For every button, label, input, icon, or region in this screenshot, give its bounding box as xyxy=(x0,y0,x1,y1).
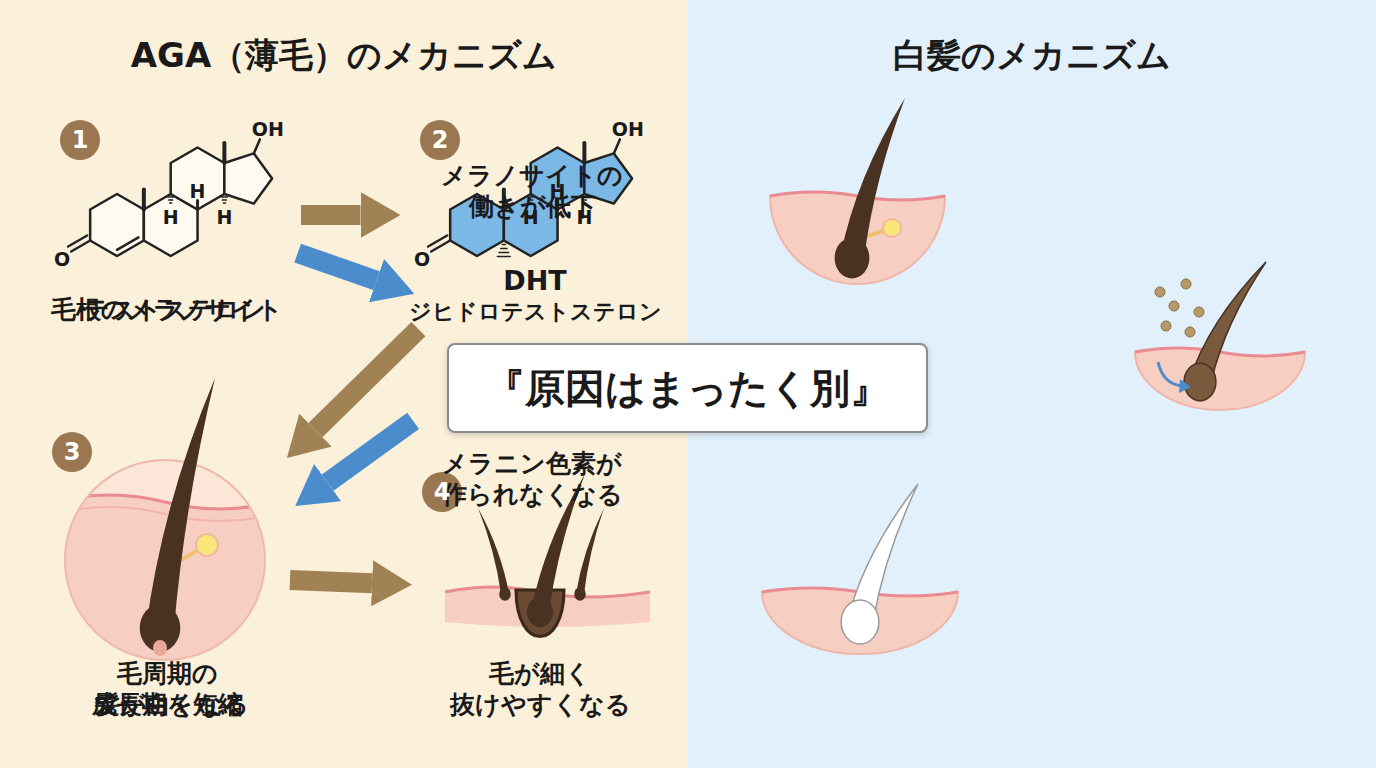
skin-layer-line xyxy=(55,507,275,521)
bond-line xyxy=(168,196,174,198)
bond-line xyxy=(169,199,173,201)
melanin-dot xyxy=(1181,279,1191,289)
node-text: メラニン色素が 作られなくなる xyxy=(418,448,646,511)
follicle-melanocyte xyxy=(770,98,945,284)
bond-line xyxy=(221,196,227,198)
atom-label: H xyxy=(163,208,179,227)
node-text: 髪が白くなる xyxy=(95,689,249,720)
flow-arrow xyxy=(315,329,418,430)
callout-number: 1 xyxy=(72,128,89,152)
node-text: 毛根のメラノサイト xyxy=(51,294,283,325)
hair-bulb xyxy=(1184,363,1216,400)
atom-label: O xyxy=(54,249,70,268)
melanocyte-gland xyxy=(196,534,218,556)
flow-arrow xyxy=(290,580,372,583)
bond-line xyxy=(582,143,586,163)
bond-line xyxy=(614,139,620,153)
bond-line xyxy=(222,199,226,201)
node-text: DHT xyxy=(503,264,566,298)
melanin-dot xyxy=(1169,301,1179,311)
bond-line xyxy=(223,202,225,204)
callout-circle xyxy=(60,120,100,160)
hair-bulb xyxy=(574,587,586,601)
follicle xyxy=(516,590,564,637)
atom-label: H xyxy=(576,208,592,227)
bond-line xyxy=(142,190,146,210)
node-text: 『原因はまったく別』 xyxy=(485,363,890,413)
bond-line xyxy=(497,256,510,258)
bond-line xyxy=(170,202,172,204)
callout-number: 2 xyxy=(432,128,449,152)
melanin-dot xyxy=(1185,327,1195,337)
hair-bulb xyxy=(527,597,553,628)
atom-label: H xyxy=(523,208,539,227)
flow-arrow xyxy=(328,421,413,483)
ring xyxy=(171,148,225,210)
hair-shaft xyxy=(576,508,604,594)
node-text: 白髪のメカニズム xyxy=(893,34,1171,77)
melanin-dot xyxy=(1155,287,1165,297)
node-text: AGA（薄毛）のメカニズム xyxy=(131,34,558,77)
bond-line xyxy=(502,244,505,246)
melanin-dot xyxy=(1161,321,1171,331)
small-arrow xyxy=(1158,362,1182,386)
melanin-dot xyxy=(1194,307,1204,317)
callout-circle xyxy=(420,120,460,160)
hair-bulb xyxy=(499,587,511,601)
hair-shaft xyxy=(146,378,215,628)
flow-arrow xyxy=(298,253,377,281)
process-step: 髪が白くなる xyxy=(52,470,292,720)
steroid-structure xyxy=(68,139,272,256)
ring xyxy=(224,153,272,203)
melanocyte-gland xyxy=(883,219,901,237)
atom-label: H xyxy=(216,208,232,227)
follicle-section xyxy=(55,378,275,670)
melanocyte-decline xyxy=(1135,262,1305,410)
ring xyxy=(90,194,144,256)
skin-section xyxy=(1135,348,1305,410)
atom-label: H xyxy=(550,181,566,200)
atom-label: OH xyxy=(252,120,284,139)
white-hair xyxy=(762,484,958,654)
node-text: 毛が細く 抜けやすくなる xyxy=(416,658,664,721)
small-arrowhead xyxy=(1179,379,1191,393)
node-text: ジヒドロテストステロン xyxy=(409,298,662,326)
bond-line xyxy=(501,248,507,250)
bond-line xyxy=(428,236,447,247)
hair-bulb xyxy=(835,238,870,279)
process-step: 毛周期の 成長期を短縮 xyxy=(51,430,284,720)
atom-label: H xyxy=(190,181,206,200)
hair-shaft xyxy=(840,98,905,258)
bond-line xyxy=(117,237,138,249)
bond-line xyxy=(68,236,87,247)
hair-shaft xyxy=(478,508,509,594)
hair-bulb xyxy=(841,600,879,644)
callout-number: 4 xyxy=(434,480,451,504)
atom-label: O xyxy=(414,249,430,268)
callout-box: 『原因はまったく別』 xyxy=(447,343,928,433)
bond-line xyxy=(196,201,199,210)
bond-line xyxy=(499,252,509,254)
flow-arrow xyxy=(301,205,361,225)
bond-line xyxy=(222,143,226,163)
atom-label: OH xyxy=(612,120,644,139)
callout-circle xyxy=(52,432,92,472)
bond-line xyxy=(254,139,260,153)
callout-number: 3 xyxy=(64,440,81,464)
dermal-papilla xyxy=(153,640,167,656)
